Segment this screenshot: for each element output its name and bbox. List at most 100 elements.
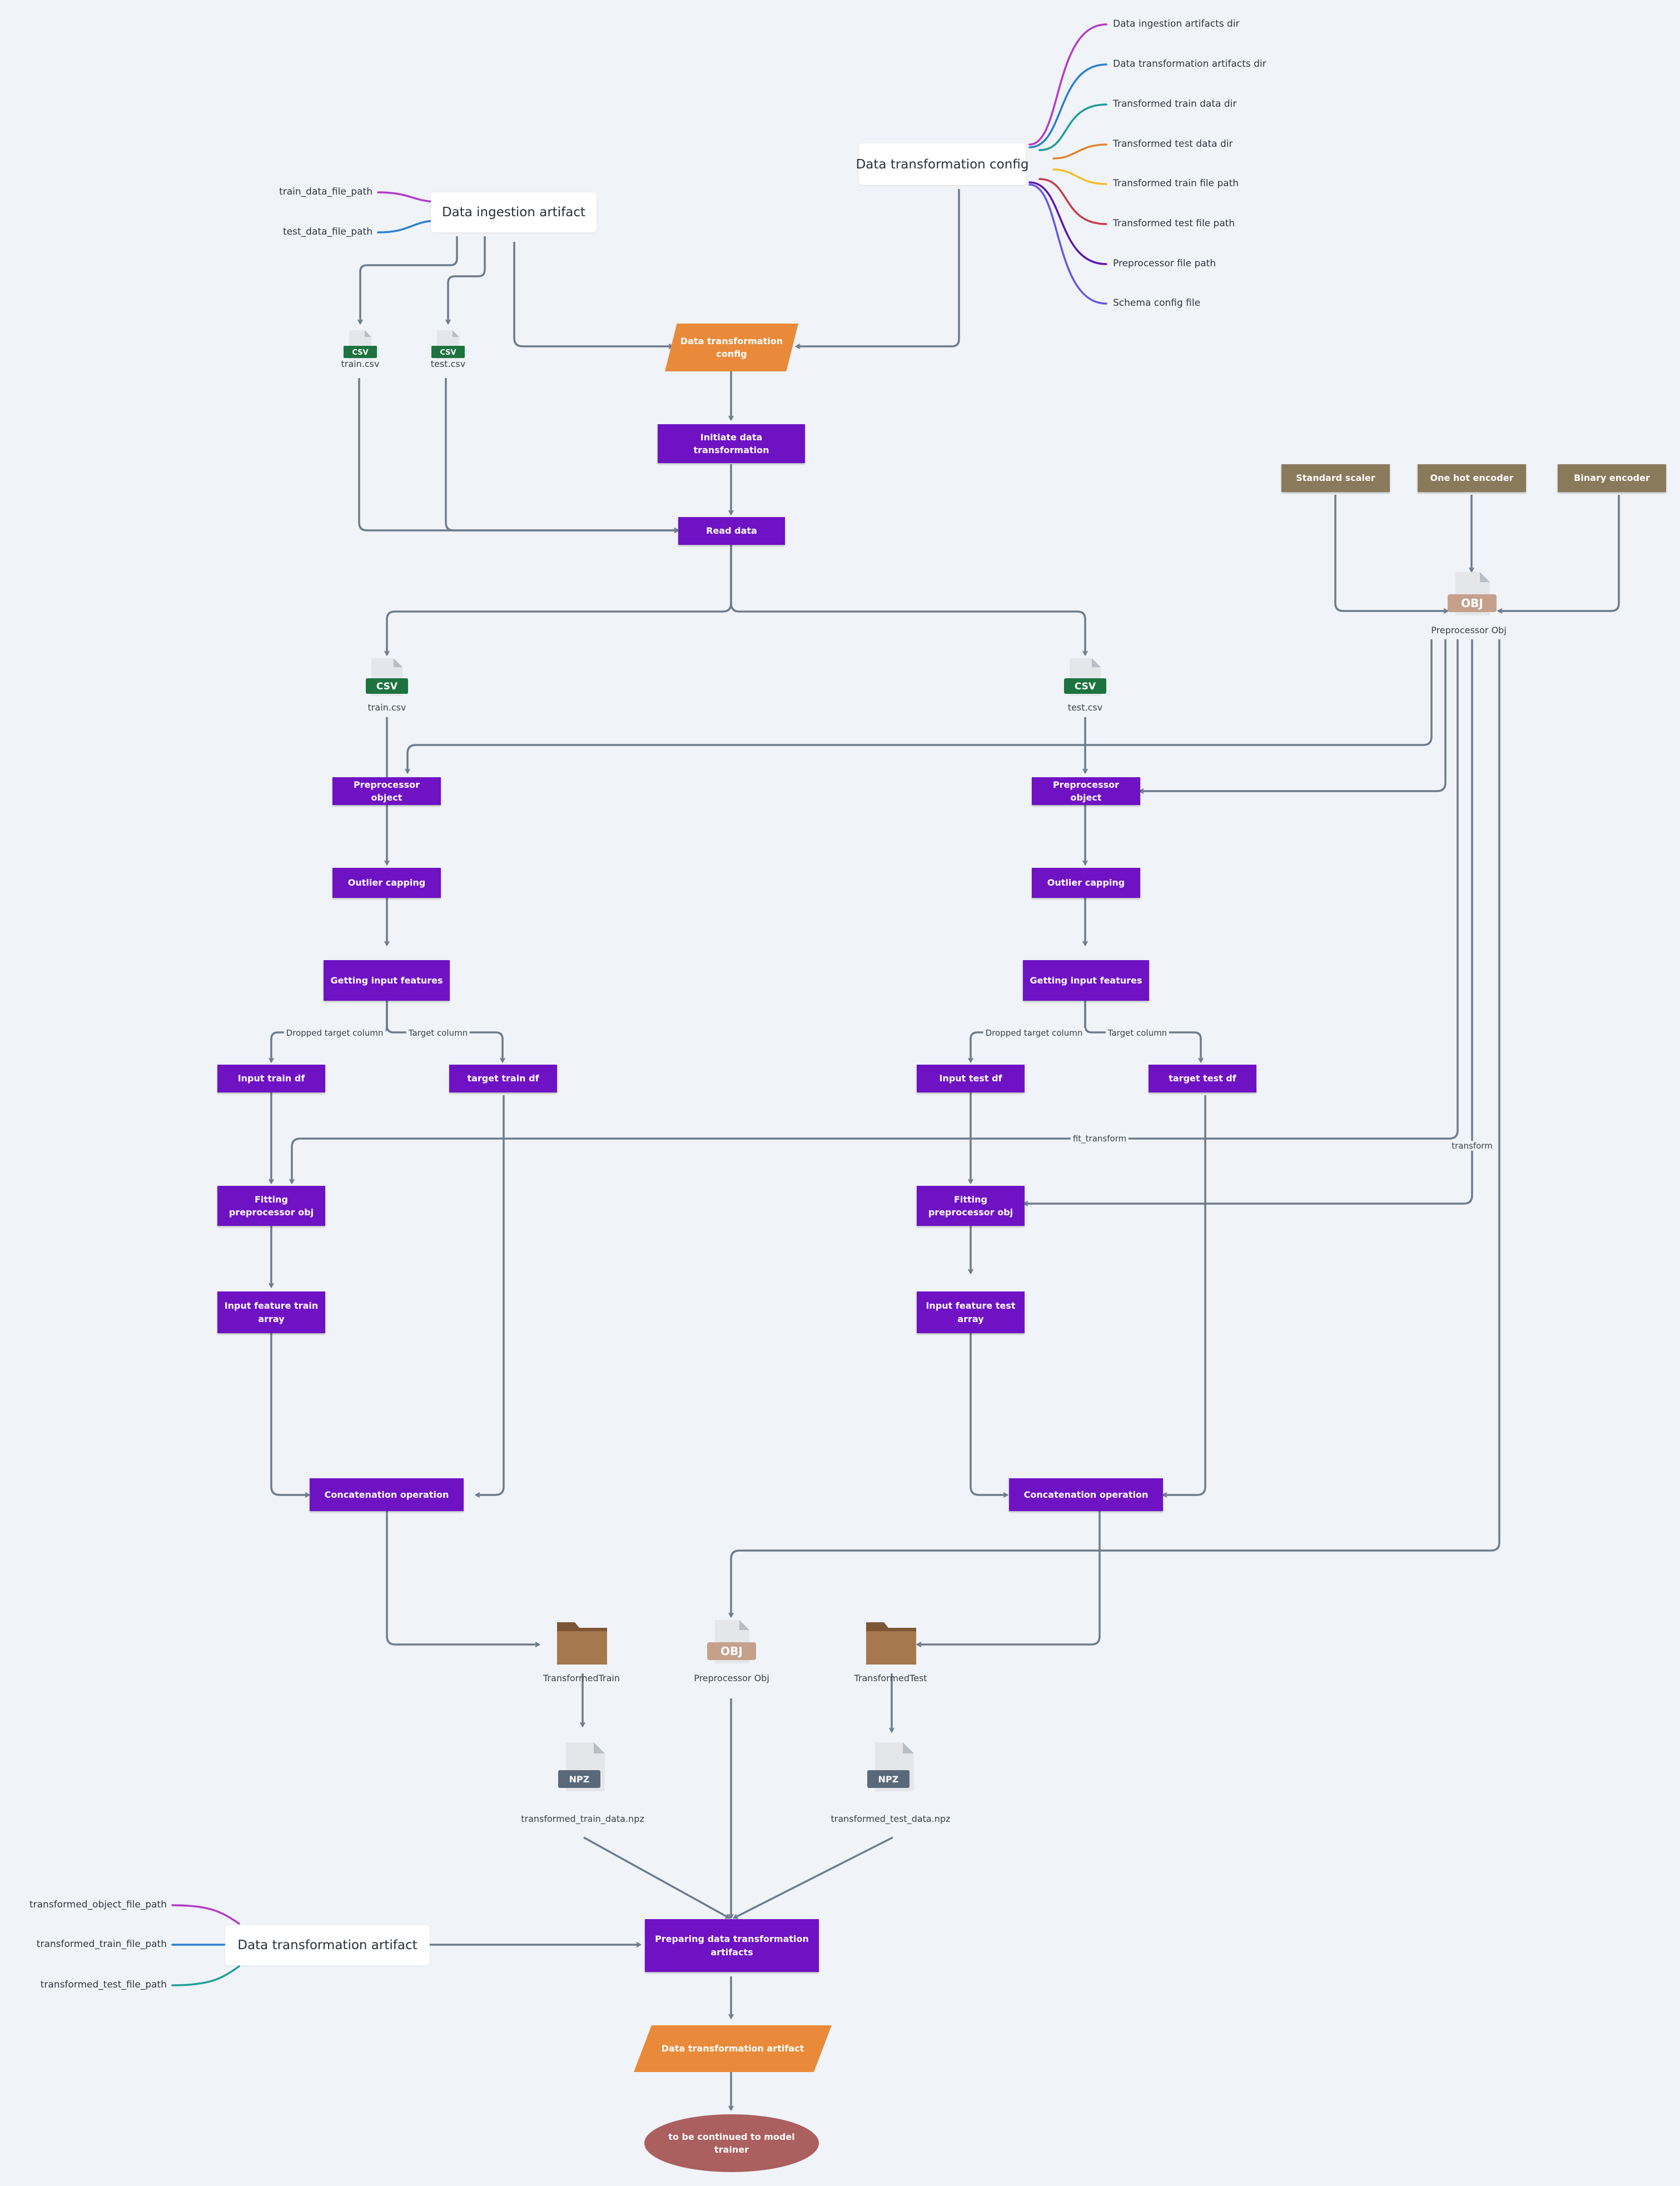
config-item-preprocessor-file: Preprocessor file path	[1113, 258, 1216, 269]
edge-npz-test-to-preparing	[733, 1836, 893, 1919]
obj-file-icon: OBJ	[707, 1620, 756, 1663]
svg-text:CSV: CSV	[1075, 681, 1096, 692]
csv-train-small-caption: train.csv	[341, 359, 380, 369]
npz-file-icon: NPZ	[558, 1742, 605, 1791]
folder-test-caption: TransformedTest	[854, 1673, 927, 1683]
branch-config-test-dir	[1052, 143, 1107, 160]
folder-icon	[866, 1622, 916, 1665]
test-preprocessor-node[interactable]: Preprocessor object	[1032, 777, 1140, 805]
artifact-output-node[interactable]: Data transformation artifact	[634, 2025, 832, 2072]
continue-node[interactable]: to be continued to model trainer	[644, 2114, 819, 2172]
test-fitting-node[interactable]: Fitting preprocessor obj	[917, 1186, 1025, 1226]
train-feature-node[interactable]: Input feature train array	[217, 1291, 325, 1333]
edge-binary-to-obj	[1497, 495, 1620, 614]
edge-config-card-to-config-node	[794, 189, 960, 349]
edge-scaler-to-obj	[1334, 495, 1449, 614]
artifact-card-title: Data transformation artifact	[237, 1938, 417, 1953]
edge-label-transform: transform	[1449, 1141, 1495, 1151]
config-input-node[interactable]: Data transformation config	[665, 324, 798, 371]
svg-text:OBJ: OBJ	[720, 1645, 743, 1658]
branch-config-transformation-dir	[1028, 63, 1107, 148]
branch-ingestion-test-path	[377, 220, 435, 233]
target-test-df-node[interactable]: target test df	[1149, 1065, 1256, 1092]
artifact-item-train-path: transformed_train_file_path	[36, 1939, 167, 1950]
npz-test-caption: transformed_test_data.npz	[831, 1814, 951, 1824]
artifact-item-test-path: transformed_test_file_path	[40, 1979, 167, 1990]
csv-file-icon: CSV	[366, 658, 408, 696]
edge-ingestion-to-test-csv	[445, 236, 486, 325]
svg-text:CSV: CSV	[352, 349, 368, 357]
edge-label-dropped-train: Dropped target column	[284, 1028, 386, 1038]
config-card-title: Data transformation config	[856, 157, 1029, 172]
edge-read-to-train-csv	[384, 545, 732, 657]
edge-label-fit-transform: fit_transform	[1070, 1134, 1129, 1144]
binary-encoder-node[interactable]: Binary encoder	[1558, 464, 1666, 492]
train-fitting-node[interactable]: Fitting preprocessor obj	[217, 1186, 325, 1226]
branch-config-schema-file	[1028, 183, 1107, 305]
branch-config-train-file	[1052, 168, 1107, 185]
config-item-test-dir: Transformed test data dir	[1113, 138, 1233, 150]
train-preprocessor-node[interactable]: Preprocessor object	[332, 777, 441, 805]
branch-ingestion-train-path	[377, 191, 435, 203]
svg-text:OBJ: OBJ	[1461, 597, 1483, 610]
csv-test-small-caption: test.csv	[430, 359, 466, 369]
branch-config-preprocessor-file	[1028, 181, 1107, 265]
obj-file-icon: OBJ	[1448, 572, 1497, 615]
edge-obj-to-bottom-obj	[728, 639, 1500, 1618]
input-train-df-node[interactable]: Input train df	[217, 1065, 325, 1092]
preparing-node[interactable]: Preparing data transformation artifacts	[645, 1919, 819, 1972]
config-item-ingestion-dir: Data ingestion artifacts dir	[1113, 18, 1240, 29]
train-getting-node[interactable]: Getting input features	[324, 960, 450, 1001]
edge-csv-train-to-read	[358, 378, 680, 533]
edge-label-target-train: Target column	[406, 1028, 470, 1038]
one-hot-encoder-node[interactable]: One hot encoder	[1418, 464, 1526, 492]
folder-icon	[557, 1622, 607, 1665]
train-outlier-node[interactable]: Outlier capping	[332, 868, 441, 898]
test-feature-node[interactable]: Input feature test array	[917, 1291, 1025, 1333]
preprocessor-obj-bottom-caption: Preprocessor Obj	[694, 1673, 769, 1683]
config-item-train-dir: Transformed train data dir	[1113, 98, 1237, 110]
branch-artifact-test-path	[171, 1965, 240, 1986]
edge-obj-fit-transform	[289, 639, 1459, 1185]
edge-csv-test-to-read	[445, 378, 680, 533]
initiate-node[interactable]: Initiate data transformation	[658, 424, 805, 463]
svg-text:NPZ: NPZ	[569, 1774, 590, 1785]
csv-file-icon: CSV	[431, 330, 465, 359]
svg-text:NPZ: NPZ	[878, 1774, 899, 1785]
svg-text:CSV: CSV	[376, 681, 398, 692]
test-outlier-node[interactable]: Outlier capping	[1032, 868, 1140, 898]
edge-feature-train-to-concat	[270, 1333, 311, 1498]
branch-config-train-dir	[1038, 103, 1107, 151]
test-concat-node[interactable]: Concatenation operation	[1009, 1478, 1163, 1511]
train-concat-node[interactable]: Concatenation operation	[310, 1478, 464, 1511]
npz-file-icon: NPZ	[867, 1742, 914, 1791]
branch-artifact-object-path	[171, 1904, 240, 1925]
target-train-df-node[interactable]: target train df	[449, 1065, 557, 1092]
test-getting-node[interactable]: Getting input features	[1023, 960, 1149, 1001]
ingestion-card: Data ingestion artifact	[431, 192, 597, 232]
csv-file-icon: CSV	[1064, 658, 1106, 696]
config-item-train-file: Transformed train file path	[1113, 178, 1239, 189]
config-item-schema-file: Schema config file	[1113, 297, 1201, 309]
branch-config-test-file	[1038, 178, 1107, 225]
ingestion-item-train-path: train_data_file_path	[279, 186, 372, 197]
edge-ingestion-to-train-csv	[357, 236, 458, 325]
edge-label-target-test: Target column	[1105, 1028, 1170, 1038]
standard-scaler-node[interactable]: Standard scaler	[1281, 464, 1390, 492]
edge-target-train-to-concat	[474, 1095, 505, 1498]
edge-npz-train-to-preparing	[583, 1836, 730, 1919]
edge-concat-train-to-folder	[386, 1511, 541, 1647]
read-data-node[interactable]: Read data	[678, 517, 785, 545]
input-test-df-node[interactable]: Input test df	[917, 1065, 1025, 1092]
csv-train-caption: train.csv	[367, 702, 406, 713]
edge-obj-to-test-preproc	[1138, 639, 1447, 794]
ingestion-item-test-path: test_data_file_path	[283, 226, 372, 237]
edge-ingestion-to-config-node	[513, 242, 674, 349]
artifact-card: Data transformation artifact	[225, 1925, 430, 1965]
svg-text:CSV: CSV	[440, 349, 456, 357]
config-card: Data transformation config	[856, 143, 1029, 185]
ingestion-card-title: Data ingestion artifact	[441, 205, 586, 220]
edge-feature-test-to-concat	[970, 1333, 1009, 1498]
